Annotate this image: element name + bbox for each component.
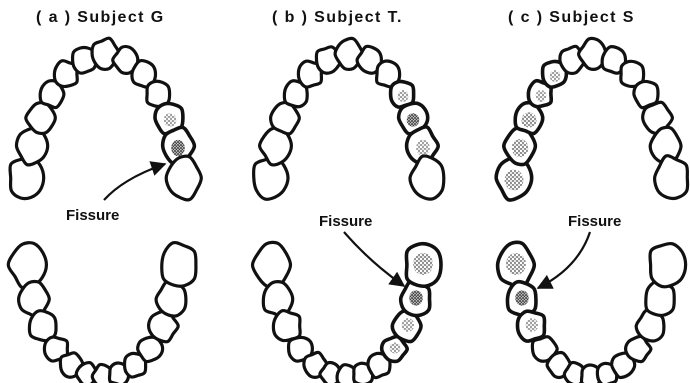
lower-tooth xyxy=(406,244,441,286)
panel-c-title: ( c ) Subject S xyxy=(508,9,635,26)
fissure-stain xyxy=(398,90,409,102)
panel-a-fissure-label: Fissure xyxy=(66,207,119,224)
fissure-stain xyxy=(416,140,430,156)
fissure-stain xyxy=(550,70,561,82)
fissure-stain xyxy=(515,290,529,305)
lower-tooth xyxy=(273,311,300,341)
lower-tooth xyxy=(8,243,46,288)
lower-tooth xyxy=(517,311,544,341)
fissure-stain xyxy=(390,343,401,354)
panel-c-fissure-arrow xyxy=(538,232,590,288)
lower-tooth xyxy=(650,243,686,286)
fissure-stain xyxy=(506,253,526,275)
panel-c-subject-s xyxy=(496,38,687,383)
fissure-stain xyxy=(512,139,529,157)
panel-a-title: ( a ) Subject G xyxy=(36,9,165,26)
fissure-stain xyxy=(536,90,547,102)
fissure-stain xyxy=(413,253,433,275)
upper-tooth xyxy=(166,156,201,200)
fissure-stain xyxy=(409,290,423,305)
fissure-stain xyxy=(526,318,539,332)
panel-b-title: ( b ) Subject T. xyxy=(272,9,403,26)
fissure-stain xyxy=(164,113,177,127)
fissure-stain xyxy=(171,140,185,156)
panel-b-fissure-label: Fissure xyxy=(319,213,372,230)
panel-b-fissure-arrow xyxy=(344,232,404,286)
panel-a-fissure-arrow xyxy=(104,164,165,200)
fissure-stain xyxy=(407,113,420,127)
panel-c-fissure-label: Fissure xyxy=(568,213,621,230)
fissure-stain xyxy=(505,170,524,191)
lower-tooth xyxy=(162,243,196,287)
fissure-stain xyxy=(402,318,415,332)
lower-tooth xyxy=(253,242,291,287)
panel-b-subject-t xyxy=(253,38,444,383)
fissure-stain xyxy=(521,113,536,128)
